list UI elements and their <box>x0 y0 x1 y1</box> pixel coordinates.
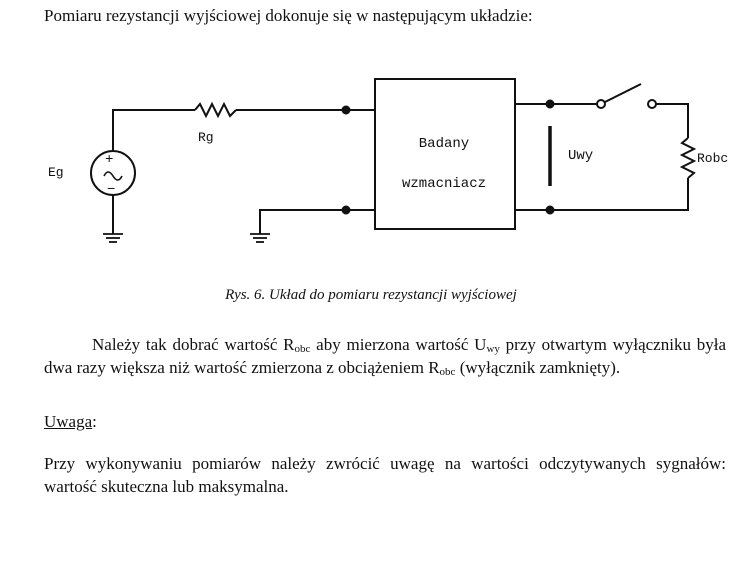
wire-load-bottom <box>515 178 689 211</box>
para-part-4: (wyłącznik zamknięty). <box>455 358 621 377</box>
ground-icon-left <box>103 233 123 243</box>
subscript-obc-2: obc <box>439 366 456 378</box>
label-eg: Eg <box>48 165 64 180</box>
source-minus: − <box>107 182 115 198</box>
label-rg: Rg <box>198 130 214 145</box>
note-body: Przy wykonywaniu pomiarów należy zwrócić… <box>44 454 726 496</box>
label-robc: Robc <box>697 151 728 166</box>
node-input-bottom <box>341 205 351 215</box>
para-part-1: Należy tak dobrać wartość R <box>92 335 295 354</box>
para-part-2: aby mierzona wartość U <box>310 335 487 354</box>
switch-contact-left <box>596 99 606 109</box>
ground-icon-right <box>250 233 270 243</box>
amplifier-block <box>374 78 516 230</box>
resistor-rg <box>194 101 237 119</box>
circuit-diagram: + − Rg Eg Badany wzmacniacz Uwy Robc <box>48 78 728 243</box>
subscript-obc-1: obc <box>294 343 311 355</box>
note-heading: Uwaga: <box>44 412 97 432</box>
note-heading-text: Uwaga <box>44 412 93 431</box>
subscript-wy: wy <box>486 343 500 355</box>
para-part-3: przy otwartym wyłączniku była dwa razy w… <box>44 335 726 377</box>
node-output-bottom <box>545 205 555 215</box>
wire-source-top <box>112 109 195 150</box>
instruction-paragraph: Należy tak dobrać wartość Robc aby mierz… <box>44 333 726 379</box>
resistor-robc <box>679 137 697 179</box>
label-uwy: Uwy <box>568 148 593 164</box>
switch-lever <box>604 83 642 103</box>
node-input-top <box>341 105 351 115</box>
wire-input-bottom <box>259 209 375 234</box>
source-plus: + <box>105 152 113 168</box>
figure-caption: Rys. 6. Układ do pomiaru rezystancji wyj… <box>225 287 517 303</box>
source-sine-icon <box>103 171 123 181</box>
intro-text: Pomiaru rezystancji wyjściowej dokonuje … <box>44 6 533 25</box>
note-heading-colon: : <box>92 412 97 431</box>
node-output-top <box>545 99 555 109</box>
label-block-line1: Badany <box>419 136 469 152</box>
switch-contact-right <box>647 99 657 109</box>
wire-switch-load <box>656 103 689 138</box>
label-block-line2: wzmacniacz <box>402 176 486 192</box>
